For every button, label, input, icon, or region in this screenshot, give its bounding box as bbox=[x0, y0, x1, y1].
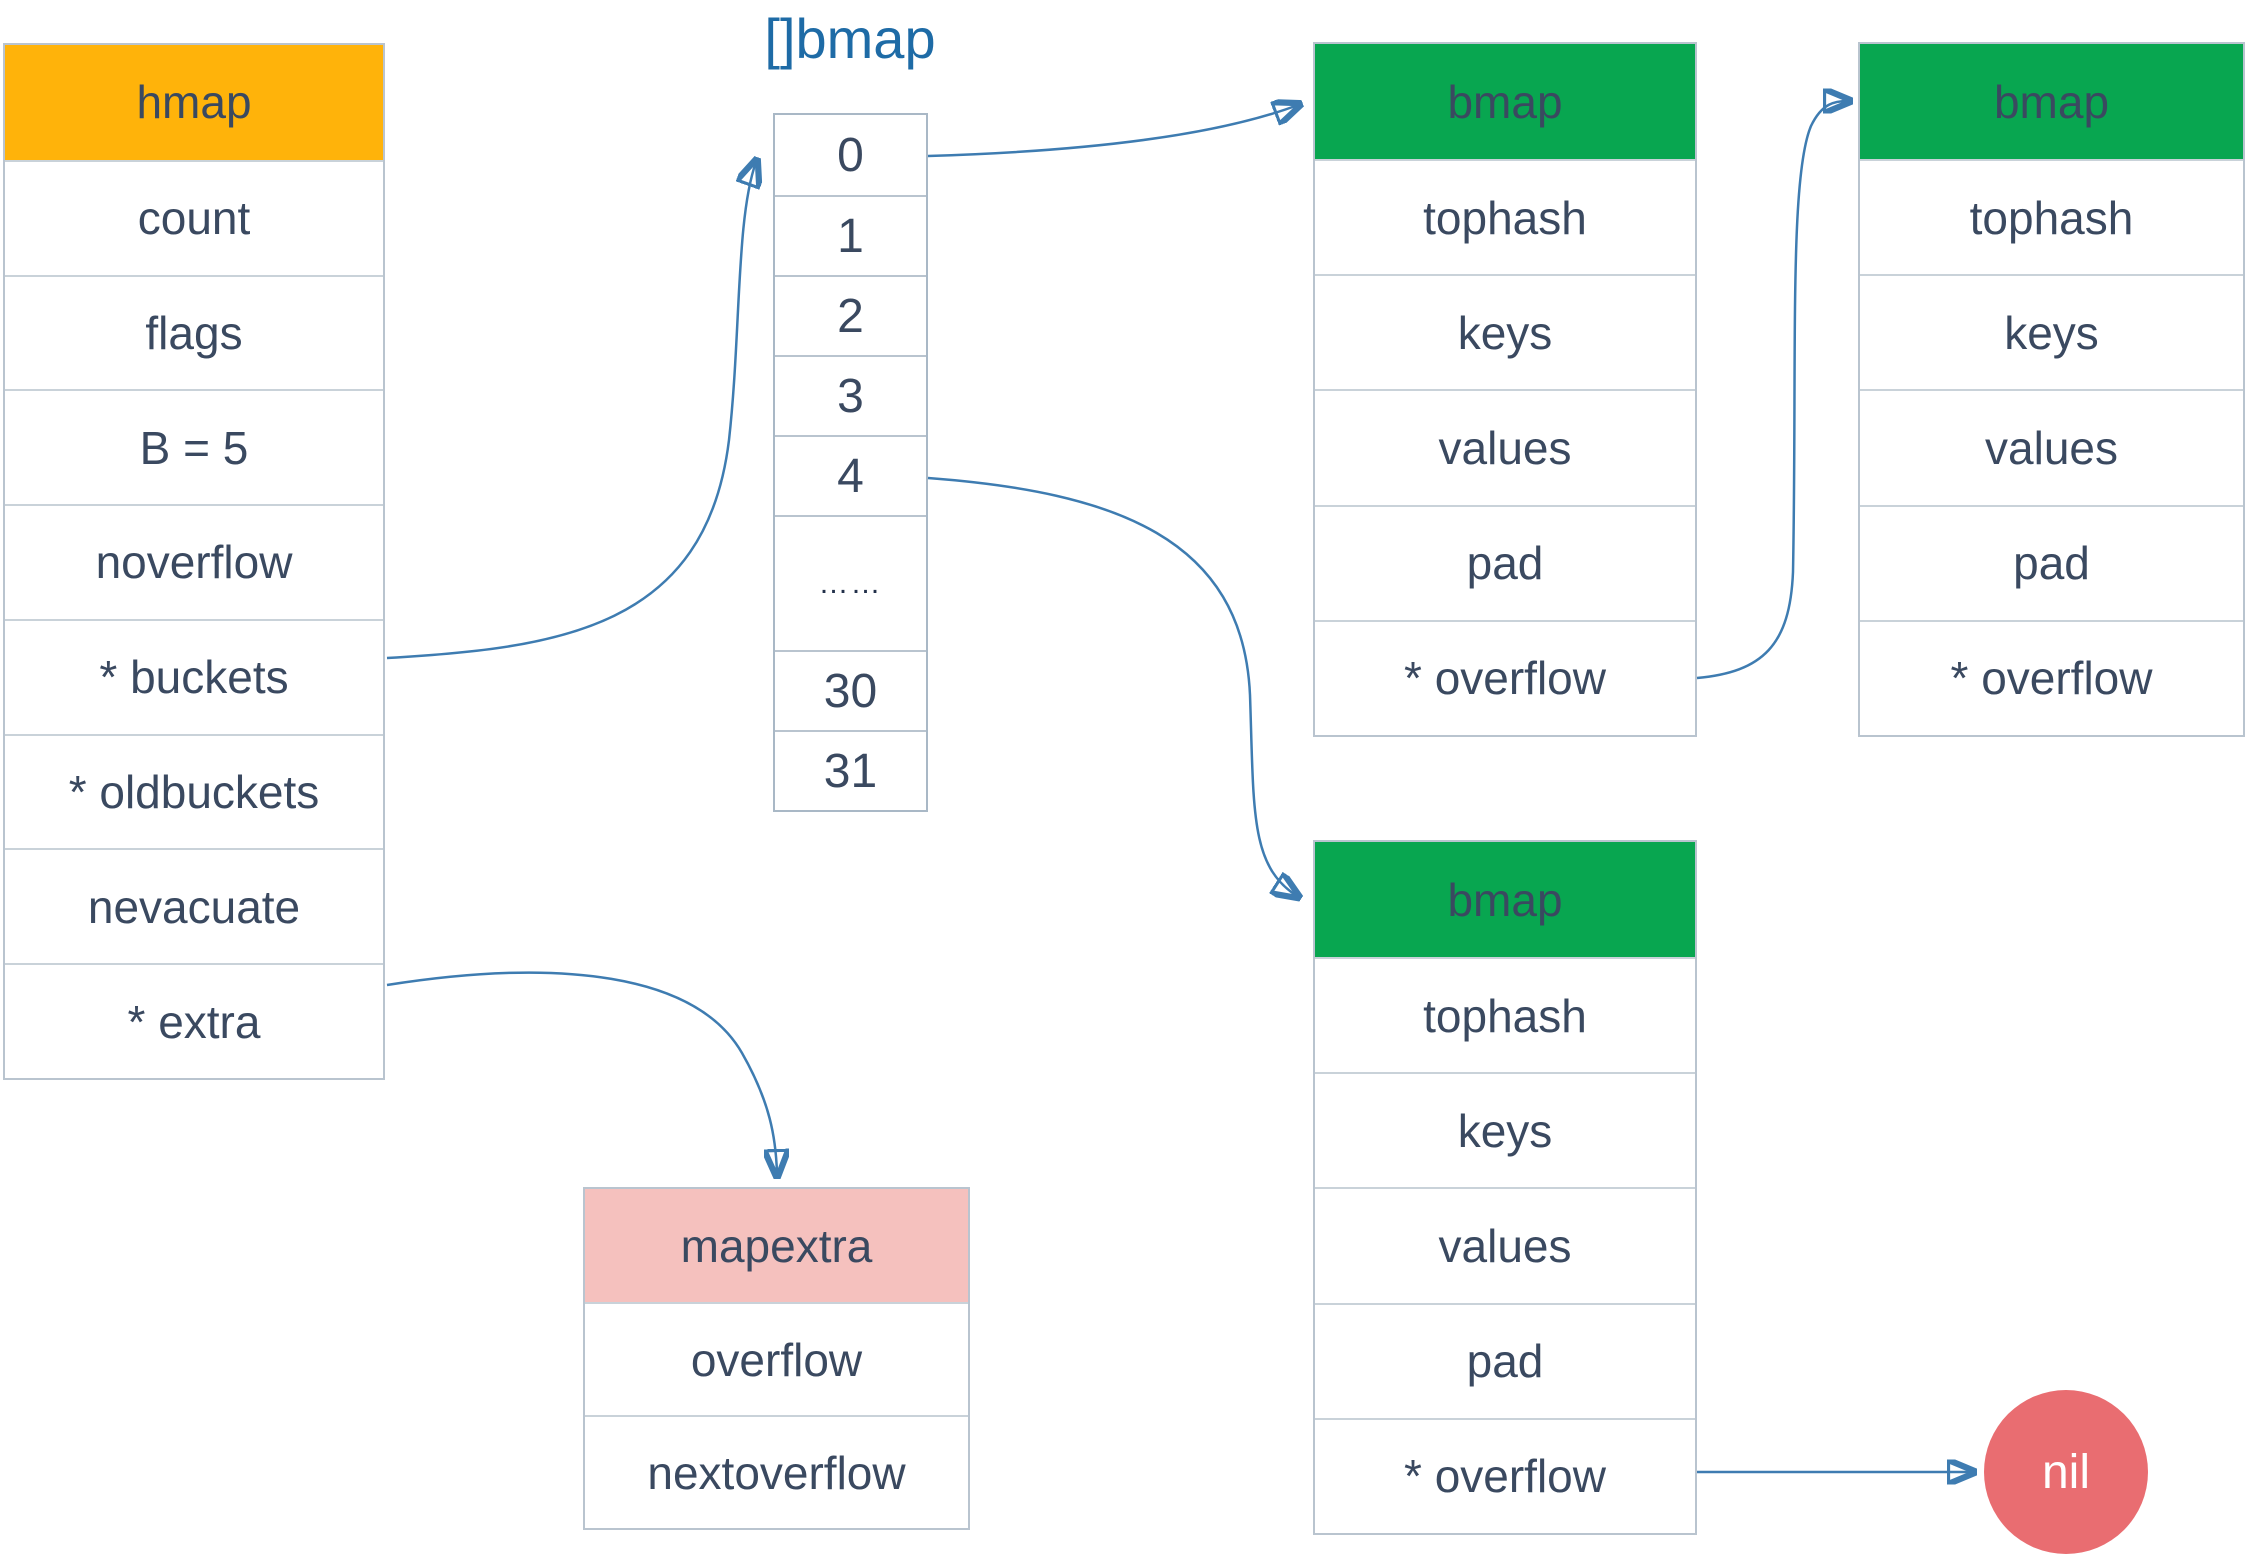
mapextra-header: mapextra bbox=[585, 1189, 968, 1302]
mapextra-table: mapextra overflow nextoverflow bbox=[583, 1187, 970, 1530]
hmap-row-noverflow: noverflow bbox=[5, 504, 383, 619]
hmap-table: hmap count flags B = 5 noverflow * bucke… bbox=[3, 43, 385, 1080]
bmap1-row-values: values bbox=[1315, 389, 1695, 504]
bucket-index-2: 2 bbox=[775, 275, 926, 355]
bmap-table-2: bmap tophash keys values pad * overflow bbox=[1858, 42, 2245, 737]
bucket-index-4: 4 bbox=[775, 435, 926, 515]
bmap3-row-values: values bbox=[1315, 1187, 1695, 1302]
bmap-table-1: bmap tophash keys values pad * overflow bbox=[1313, 42, 1697, 737]
bmap1-row-tophash: tophash bbox=[1315, 159, 1695, 274]
bmap1-row-overflow: * overflow bbox=[1315, 619, 1695, 735]
arrow-buckets-to-array bbox=[386, 162, 756, 660]
hmap-header: hmap bbox=[5, 45, 383, 160]
arrow-bucket4-to-bmap3 bbox=[927, 476, 1297, 896]
bmap2-header: bmap bbox=[1860, 44, 2243, 160]
bmap2-row-pad: pad bbox=[1860, 504, 2243, 620]
bmap2-row-keys: keys bbox=[1860, 274, 2243, 389]
bucket-index-0: 0 bbox=[837, 128, 864, 182]
bucket-index-30: 30 bbox=[775, 650, 926, 730]
arrow-extra-to-mapextra bbox=[386, 971, 777, 1174]
hmap-row-oldbuckets: * oldbuckets bbox=[5, 733, 383, 849]
mapextra-row-overflow: overflow bbox=[585, 1302, 968, 1415]
bmap2-row-tophash: tophash bbox=[1860, 159, 2243, 274]
hmap-row-buckets: * buckets bbox=[5, 618, 383, 734]
bmap-table-3: bmap tophash keys values pad * overflow bbox=[1313, 840, 1697, 1535]
bmap1-row-keys: keys bbox=[1315, 274, 1695, 389]
bucket-index-3: 3 bbox=[775, 355, 926, 435]
bmap2-row-values: values bbox=[1860, 389, 2243, 504]
bucket-index-31: 31 bbox=[775, 730, 926, 810]
hmap-row-nevacuate: nevacuate bbox=[5, 848, 383, 963]
mapextra-row-nextoverflow: nextoverflow bbox=[585, 1415, 968, 1528]
bmap3-row-pad: pad bbox=[1315, 1302, 1695, 1418]
nil-node: nil bbox=[1984, 1390, 2148, 1554]
hmap-row-flags: flags bbox=[5, 274, 383, 390]
bmap-array-title: []bmap bbox=[764, 7, 936, 70]
bmap3-row-tophash: tophash bbox=[1315, 957, 1695, 1072]
bucket-index-1: 1 bbox=[775, 195, 926, 275]
bmap3-row-overflow: * overflow bbox=[1315, 1417, 1695, 1533]
hmap-row-b: B = 5 bbox=[5, 389, 383, 504]
bmap1-header: bmap bbox=[1315, 44, 1695, 160]
bmap1-row-pad: pad bbox=[1315, 504, 1695, 620]
arrow-bucket0-to-bmap1 bbox=[927, 105, 1298, 158]
hmap-row-count: count bbox=[5, 159, 383, 275]
bmap-array: 0 1 2 3 4 …… 30 31 bbox=[773, 113, 928, 812]
hmap-row-extra: * extra bbox=[5, 963, 383, 1078]
bmap3-row-keys: keys bbox=[1315, 1072, 1695, 1187]
bucket-index-ellipsis: …… bbox=[775, 515, 926, 650]
bmap3-header: bmap bbox=[1315, 842, 1695, 958]
bmap2-row-overflow: * overflow bbox=[1860, 619, 2243, 735]
arrow-bmap1-overflow-to-bmap2 bbox=[1696, 101, 1848, 680]
